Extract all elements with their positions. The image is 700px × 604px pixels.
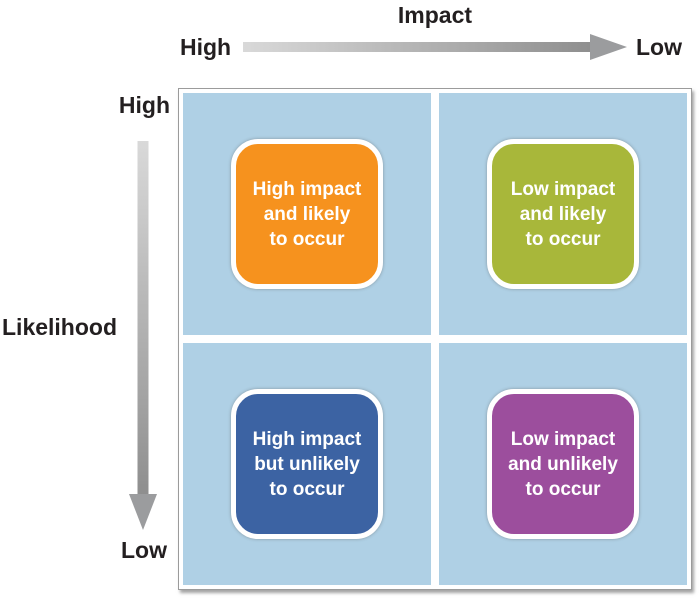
likelihood-arrow-icon: [129, 141, 157, 530]
likelihood-low-label: Low: [121, 537, 167, 563]
risk-box-high-impact-unlikely: High impact but unlikely to occur: [231, 389, 383, 539]
impact-low-label: Low: [636, 34, 682, 60]
impact-arrow-icon: [243, 34, 627, 60]
quadrant-high-impact-high-likelihood: High impact and likely to occur: [183, 93, 431, 335]
impact-axis-title: Impact: [397, 2, 473, 28]
risk-box-low-impact-unlikely: Low impact and unlikely to occur: [487, 389, 639, 539]
likelihood-high-label: High: [118, 92, 170, 118]
risk-box-high-impact-likely: High impact and likely to occur: [231, 139, 383, 289]
impact-high-label: High: [180, 34, 232, 60]
quadrant-low-impact-high-likelihood: Low impact and likely to occur: [439, 93, 687, 335]
risk-box-low-impact-likely: Low impact and likely to occur: [487, 139, 639, 289]
quadrant-low-impact-low-likelihood: Low impact and unlikely to occur: [439, 343, 687, 585]
likelihood-axis-title: Likelihood: [2, 314, 117, 340]
risk-matrix: High impact and likely to occur Low impa…: [178, 88, 692, 590]
quadrant-high-impact-low-likelihood: High impact but unlikely to occur: [183, 343, 431, 585]
